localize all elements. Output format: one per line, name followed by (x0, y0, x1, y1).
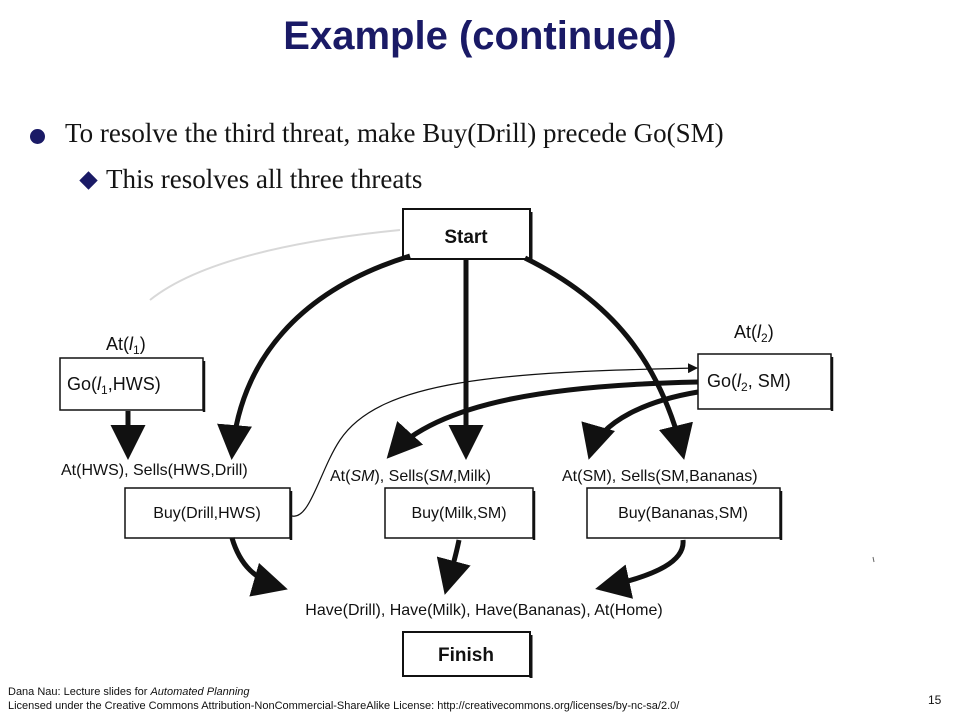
arrow-buy-milk-to-goal (436, 539, 471, 595)
finish-box (402, 631, 531, 677)
precond-drill: At(HWS), Sells(HWS,Drill) (61, 462, 248, 479)
arrow-buy-drill-to-goal (229, 537, 288, 597)
go2-box (697, 353, 832, 410)
buy-bananas-box (586, 487, 781, 539)
footer-book-title: Automated Planning (150, 686, 250, 698)
finish-label: Finish (438, 645, 494, 666)
arrow-go2-to-buy-bananas (581, 389, 699, 460)
arrow-start-to-buy-bananas (523, 255, 693, 460)
goal-conditions: Have(Drill), Have(Milk), Have(Bananas), … (305, 602, 662, 619)
at2-label: At(l2) (734, 322, 774, 345)
buy-bananas-label: Buy(Bananas,SM) (618, 505, 748, 522)
bullet-dot-icon (30, 129, 45, 144)
arrow-start-to-buy-drill (217, 253, 411, 460)
arrow-buy-bananas-to-goal (595, 539, 686, 599)
bullet-sub: This resolves all three threats (79, 164, 423, 195)
footer-license: Licensed under the Creative Commons Attr… (8, 700, 680, 712)
bullet-sub-text: This resolves all three threats (106, 164, 423, 194)
arrow-buy-drill-precedes-go2 (291, 363, 698, 517)
start-label: Start (444, 227, 488, 248)
at1-label: At(l1) (106, 334, 146, 357)
slide-title: Example (continued) (283, 14, 677, 58)
go1-label: Go(l1,HWS) (67, 374, 161, 397)
start-box (402, 208, 531, 260)
bullet-main: To resolve the third threat, make Buy(Dr… (30, 118, 724, 149)
page-number: 15 (928, 693, 942, 707)
footer: Dana Nau: Lecture slides for Automated P… (8, 685, 679, 713)
stray-tick (872, 556, 875, 563)
precond-milk: At(SM), Sells(SM,Milk) (330, 468, 491, 485)
buy-drill-box (124, 487, 291, 539)
go1-box (59, 357, 204, 411)
buy-milk-label: Buy(Milk,SM) (411, 505, 506, 522)
precond-bananas: At(SM), Sells(SM,Bananas) (562, 468, 758, 485)
bullet-main-text: To resolve the third threat, make Buy(Dr… (65, 118, 724, 148)
footer-line1: Dana Nau: Lecture slides for Automated P… (8, 685, 679, 699)
faint-link-line (149, 229, 401, 301)
footer-line1-prefix: Dana Nau: Lecture slides for (8, 686, 151, 698)
buy-drill-label: Buy(Drill,HWS) (153, 505, 261, 522)
go2-label: Go(l2, SM) (707, 371, 791, 394)
arrow-go2-to-buy-milk (386, 379, 699, 459)
